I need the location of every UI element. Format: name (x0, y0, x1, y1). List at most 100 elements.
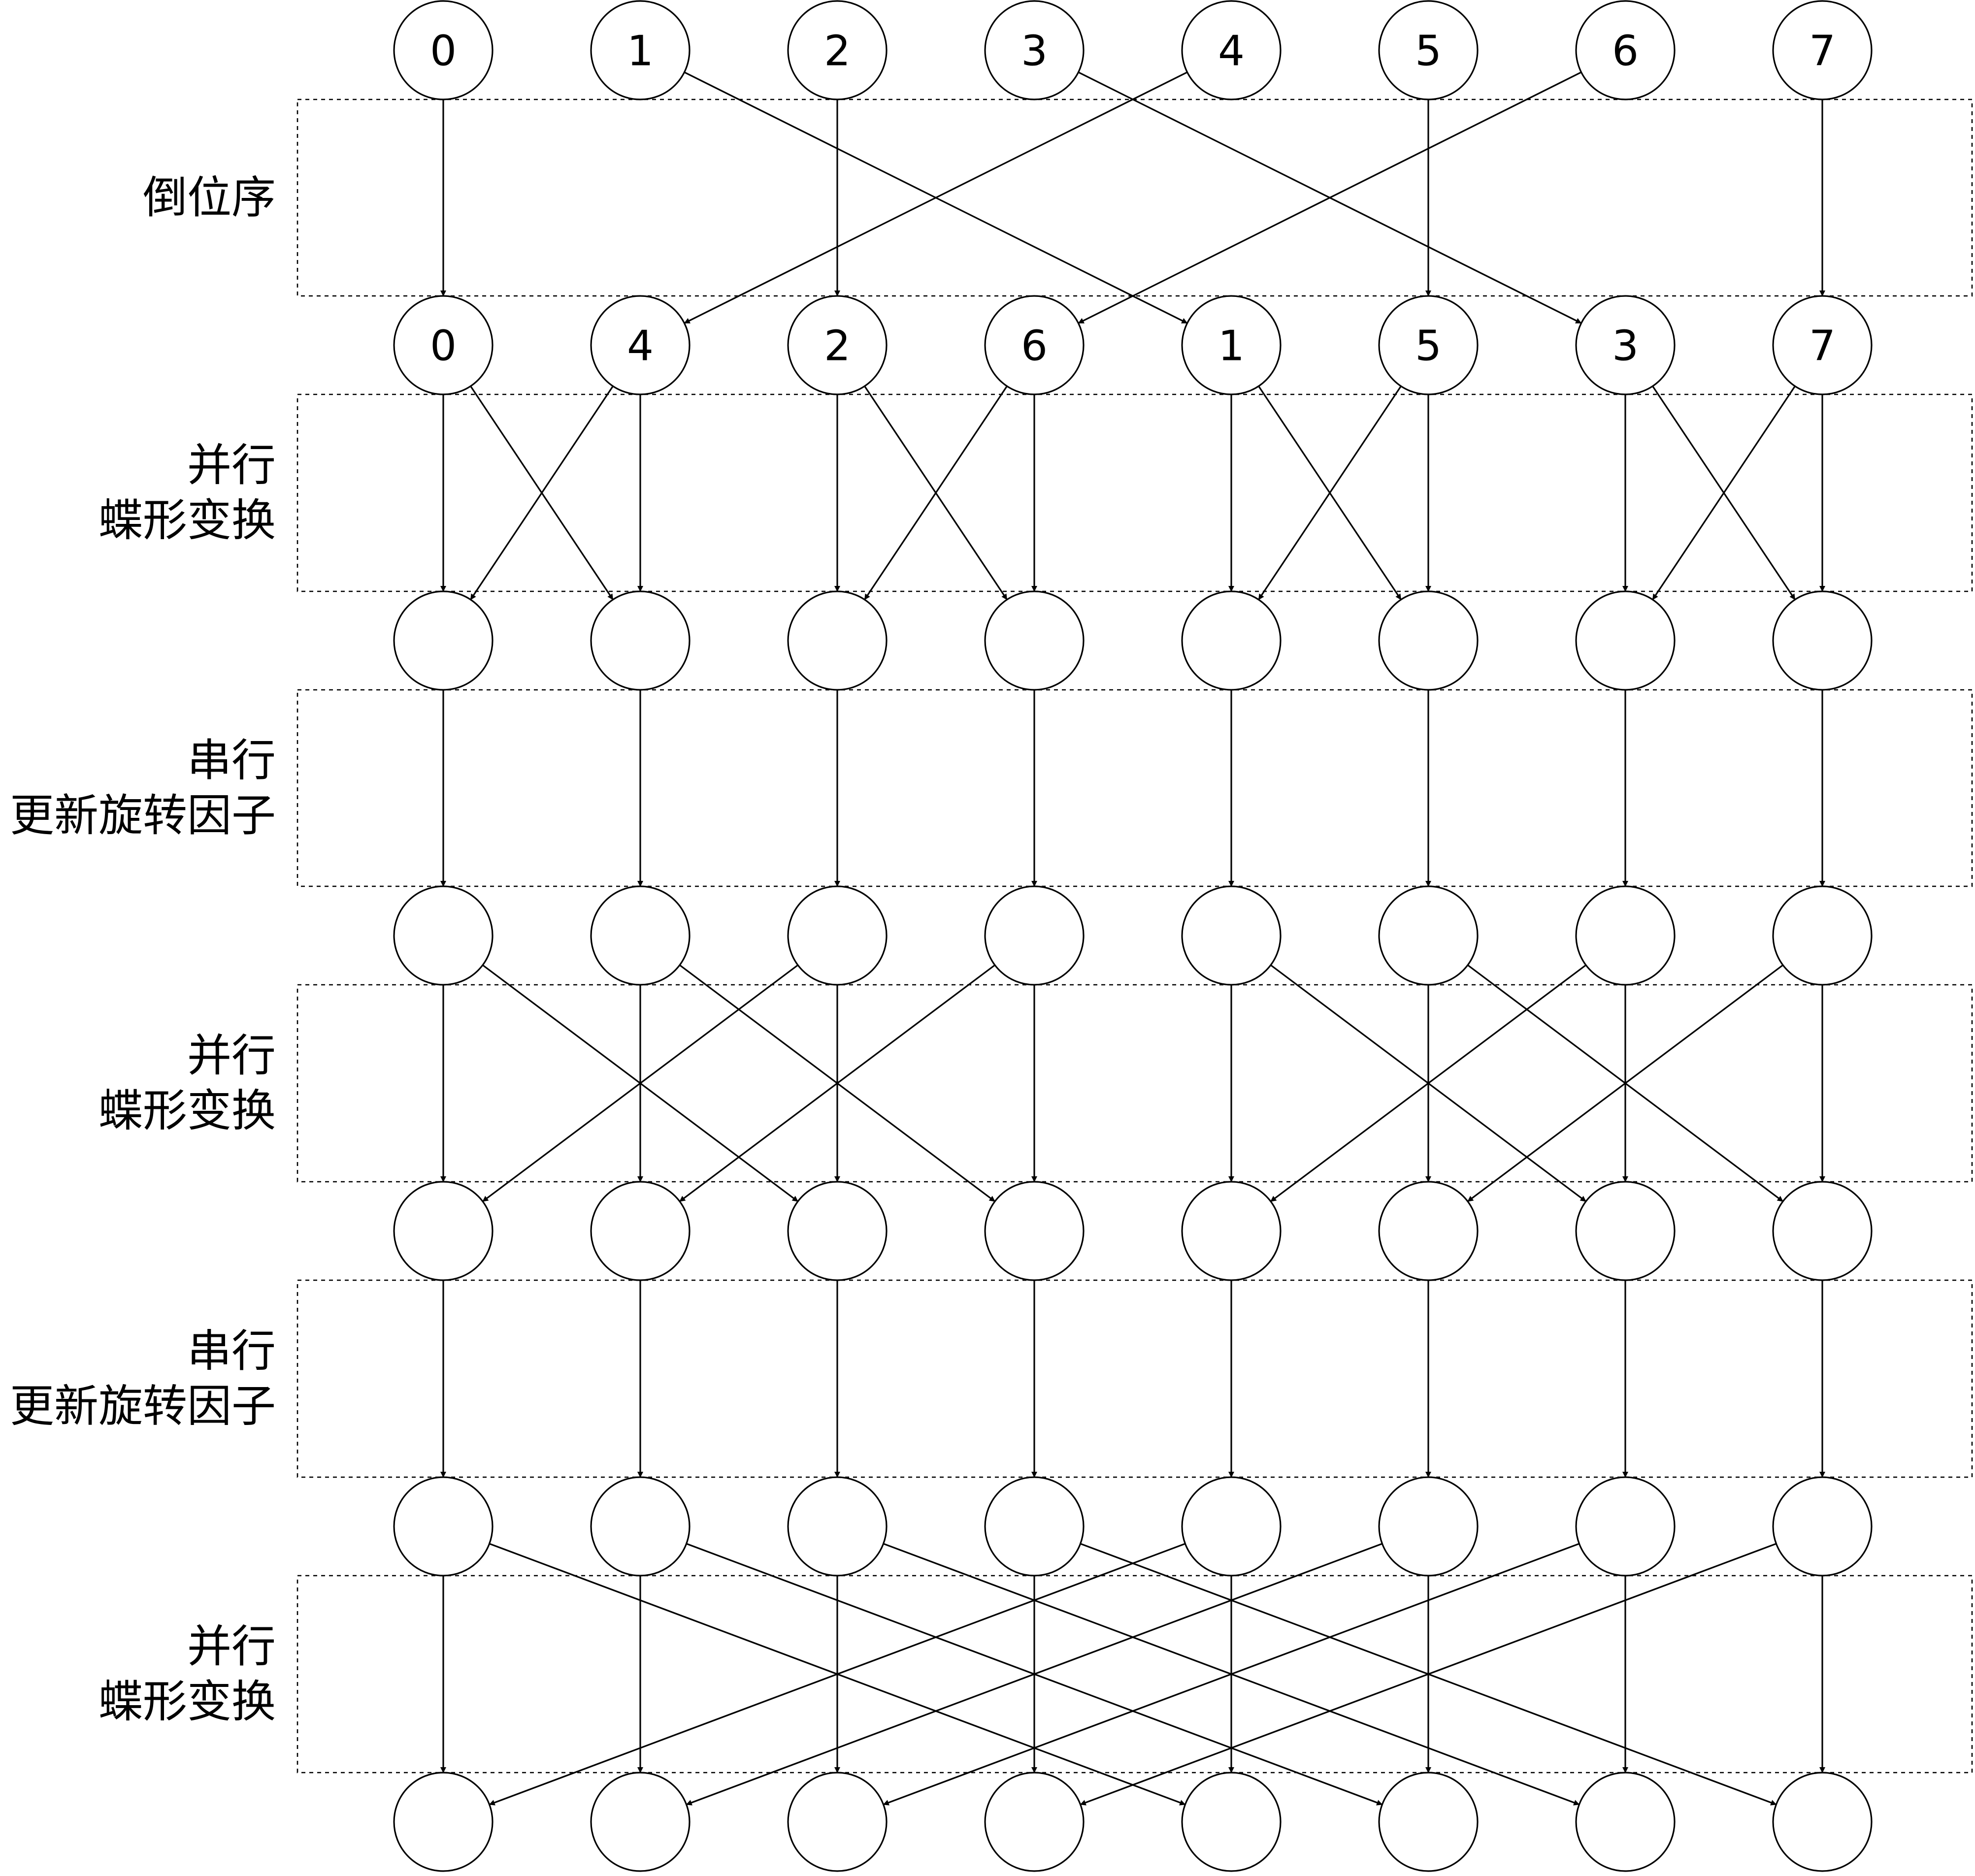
node-circle (1181, 1476, 1282, 1577)
node-circle (984, 885, 1085, 986)
node-after-twiddle-2-6 (1575, 1476, 1676, 1577)
node-after-butterfly-2-5 (1378, 1181, 1479, 1281)
stage-box-parallel-butterfly (296, 1575, 1973, 1774)
node-label: 3 (1612, 322, 1639, 371)
edge-parallel-butterfly-3-to-1 (679, 964, 995, 1202)
node-circle (1772, 590, 1873, 691)
node-output-2 (787, 1772, 888, 1872)
node-after-twiddle-1-7 (1772, 885, 1873, 986)
node-after-butterfly-1-1 (590, 590, 691, 691)
stage-box-parallel-butterfly (296, 393, 1973, 592)
node-circle (590, 885, 691, 986)
node-after-twiddle-1-3 (984, 885, 1085, 986)
node-after-twiddle-2-2 (787, 1476, 888, 1577)
node-circle (1772, 1772, 1873, 1872)
node-circle (393, 1772, 494, 1872)
edge-parallel-butterfly-7-to-3 (1080, 1543, 1777, 1806)
edges (440, 71, 1825, 1806)
node-after-butterfly-1-4 (1181, 590, 1282, 691)
node-circle (1575, 590, 1676, 691)
node-bit-reversed-5: 5 (1378, 295, 1479, 395)
node-circle (1181, 1181, 1282, 1281)
node-circle (1378, 590, 1479, 691)
node-circle (393, 1181, 494, 1281)
stage-label-serial-twiddle-update: 更新旋转因子 (10, 790, 276, 841)
node-input-2: 2 (787, 0, 888, 100)
node-label: 5 (1415, 27, 1442, 76)
node-label: 2 (824, 27, 851, 76)
node-circle (787, 0, 888, 100)
node-circle (393, 0, 494, 100)
node-circle (1772, 885, 1873, 986)
edge-parallel-butterfly-2-to-0 (482, 964, 798, 1202)
stage-label-parallel-butterfly: 蝶形变换 (99, 1085, 276, 1137)
node-after-twiddle-2-0 (393, 1476, 494, 1577)
node-label: 0 (430, 322, 457, 371)
edge-bit-reversal-4-to-1 (684, 71, 1188, 324)
node-circle (1772, 1476, 1873, 1577)
edge-parallel-butterfly-3-to-2 (864, 386, 1008, 600)
node-after-twiddle-2-3 (984, 1476, 1085, 1577)
stage-label-serial-twiddle-update: 更新旋转因子 (10, 1381, 276, 1432)
node-after-twiddle-1-1 (590, 885, 691, 986)
node-circle (590, 0, 691, 100)
edge-parallel-butterfly-4-to-0 (489, 1543, 1185, 1806)
node-circle (1575, 1181, 1676, 1281)
node-circle (1378, 1181, 1479, 1281)
stage-label-parallel-butterfly: 蝶形变换 (99, 495, 276, 547)
node-after-butterfly-1-7 (1772, 590, 1873, 691)
node-label: 6 (1021, 322, 1048, 371)
node-input-7: 7 (1772, 0, 1873, 100)
node-bit-reversed-0: 0 (393, 295, 494, 395)
node-input-4: 4 (1181, 0, 1282, 100)
node-circle (1378, 295, 1479, 395)
node-circle (1181, 1772, 1282, 1872)
node-input-3: 3 (984, 0, 1085, 100)
edge-parallel-butterfly-7-to-6 (1652, 386, 1796, 600)
node-after-twiddle-1-2 (787, 885, 888, 986)
node-circle (590, 1772, 691, 1872)
node-circle (787, 1772, 888, 1872)
stage-label-serial-twiddle-update: 串行 (187, 1326, 276, 1377)
node-label: 4 (1218, 27, 1245, 76)
node-bit-reversed-2: 2 (787, 295, 888, 395)
node-circle (1378, 0, 1479, 100)
node-after-twiddle-1-5 (1378, 885, 1479, 986)
node-after-butterfly-2-4 (1181, 1181, 1282, 1281)
stage-box-serial-twiddle-update (296, 689, 1973, 887)
node-input-0: 0 (393, 0, 494, 100)
node-label: 1 (627, 27, 654, 76)
node-after-butterfly-2-7 (1772, 1181, 1873, 1281)
node-after-butterfly-1-6 (1575, 590, 1676, 691)
node-after-butterfly-2-6 (1575, 1181, 1676, 1281)
stage-label-serial-twiddle-update: 串行 (187, 735, 276, 786)
node-circle (984, 1181, 1085, 1281)
node-circle (1575, 885, 1676, 986)
node-bit-reversed-7: 7 (1772, 295, 1873, 395)
node-circle (787, 295, 888, 395)
node-circle (1181, 0, 1282, 100)
edge-parallel-butterfly-7-to-5 (1467, 964, 1783, 1202)
node-label: 4 (627, 322, 654, 371)
node-output-4 (1181, 1772, 1282, 1872)
node-circle (1575, 0, 1676, 100)
node-circle (590, 1181, 691, 1281)
edge-parallel-butterfly-6-to-2 (883, 1543, 1580, 1806)
node-input-1: 1 (590, 0, 691, 100)
node-label: 7 (1809, 27, 1836, 76)
edge-parallel-butterfly-5-to-1 (686, 1543, 1382, 1806)
node-circle (1181, 295, 1282, 395)
node-circle (590, 295, 691, 395)
node-circle (393, 590, 494, 691)
node-after-twiddle-2-7 (1772, 1476, 1873, 1577)
node-circle (1772, 295, 1873, 395)
stage-label-parallel-butterfly: 并行 (187, 1030, 276, 1082)
node-circle (1772, 1181, 1873, 1281)
stage-box-parallel-butterfly (296, 984, 1973, 1183)
node-label: 0 (430, 27, 457, 76)
node-circle (984, 1476, 1085, 1577)
node-label: 2 (824, 322, 851, 371)
node-after-twiddle-1-4 (1181, 885, 1282, 986)
